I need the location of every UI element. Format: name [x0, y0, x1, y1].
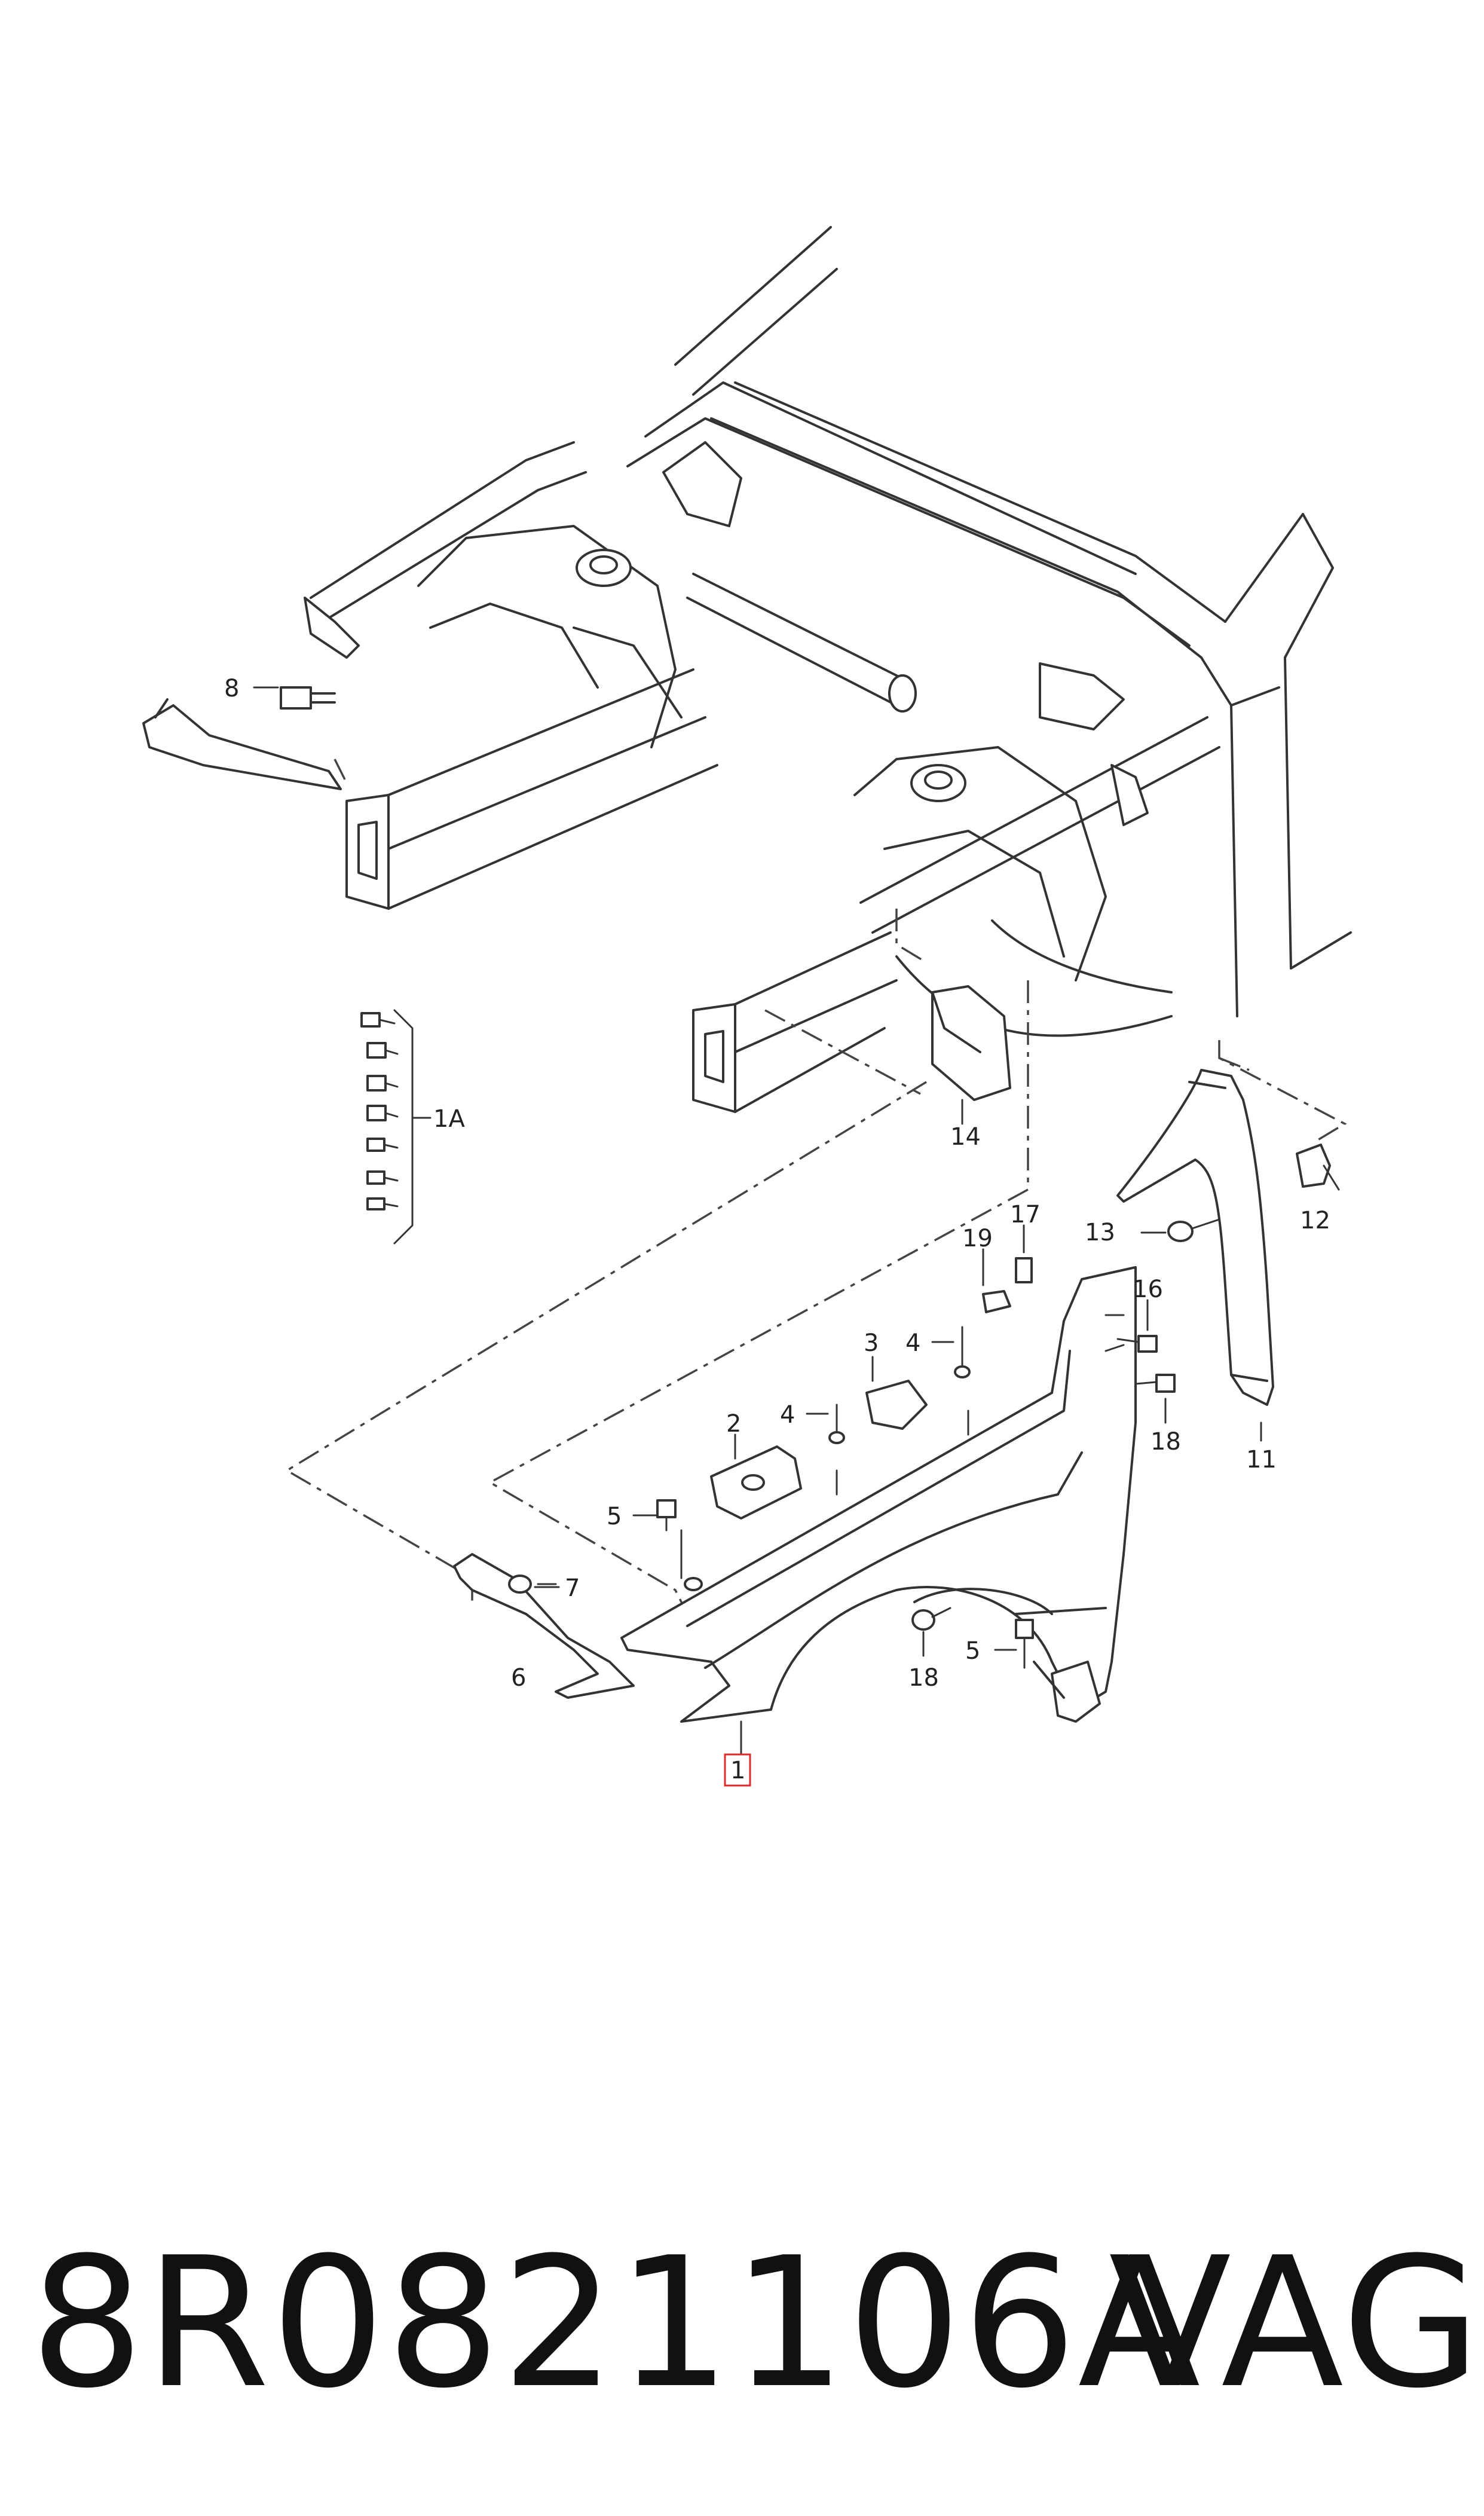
callout-7: 7 — [565, 1575, 580, 1602]
fastener-kit-1A — [360, 1009, 432, 1245]
part-number: 8R0821106A — [30, 2219, 1202, 2428]
callout-4-left: 4 — [780, 1401, 795, 1429]
brand-name: VAG — [1109, 2219, 1482, 2428]
block-14 — [931, 985, 1011, 1125]
callout-4-right: 4 — [905, 1329, 920, 1357]
callout-5-right: 5 — [965, 1637, 980, 1665]
callout-14: 14 — [950, 1123, 981, 1151]
callout-labels: 8 1A 14 12 13 19 17 16 3 4 4 18 11 2 5 7… — [224, 675, 1330, 1787]
splash-shield-11 — [1116, 1069, 1274, 1442]
callout-19: 19 — [962, 1225, 993, 1252]
callout-18-upper: 18 — [1151, 1428, 1181, 1456]
callout-3: 3 — [864, 1329, 879, 1357]
front-fender — [620, 1266, 1137, 1723]
callout-12: 12 — [1300, 1207, 1330, 1234]
callout-5-left: 5 — [607, 1503, 622, 1530]
callout-1: 1 — [730, 1757, 745, 1784]
bracket-left — [142, 686, 342, 790]
callout-11: 11 — [1246, 1446, 1277, 1473]
small-fasteners — [534, 1144, 1340, 1669]
fender-bracket-6 — [453, 1553, 635, 1699]
callout-8: 8 — [224, 675, 239, 702]
body-structure — [304, 226, 1352, 1113]
callout-13: 13 — [1085, 1219, 1115, 1246]
callout-18-lower: 18 — [908, 1664, 939, 1692]
callout-6: 6 — [511, 1664, 526, 1692]
callout-17: 17 — [1010, 1201, 1041, 1228]
callout-1A: 1A — [433, 1105, 465, 1133]
callout-16: 16 — [1133, 1276, 1163, 1303]
assembly-lines — [284, 759, 1347, 1615]
callout-2: 2 — [726, 1410, 741, 1438]
highlight-box-part-1 — [724, 1753, 751, 1787]
